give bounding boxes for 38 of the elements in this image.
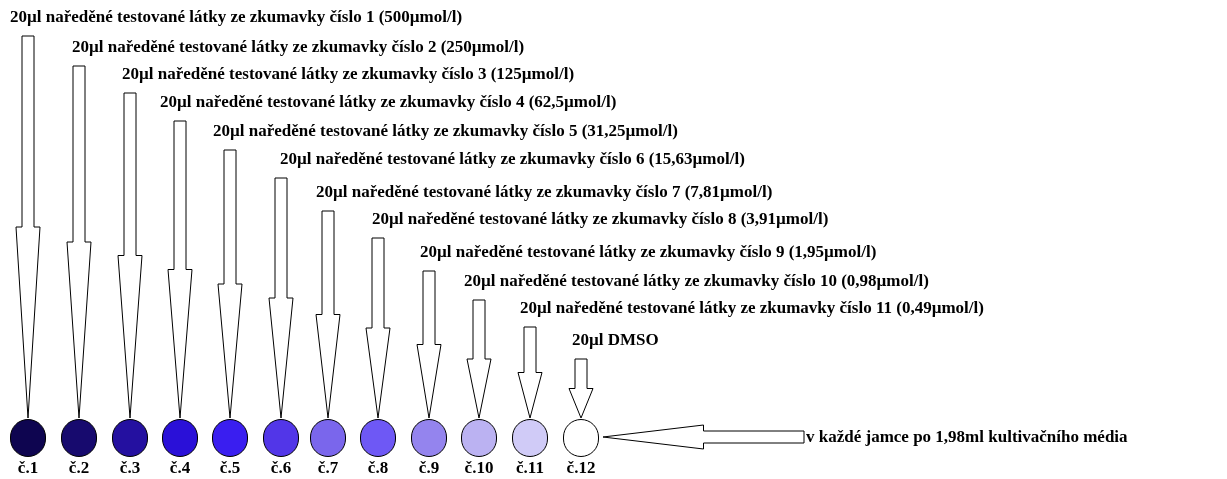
dosing-label: 20µl naředěné testované látky ze zkumavky číslo 7 (7,81µmol/l) (316, 181, 773, 203)
dosing-label: 20µl DMSO (572, 329, 659, 351)
block-arrow (365, 237, 391, 419)
dosing-label: 20µl naředěné testované látky ze zkumavky číslo 8 (3,91µmol/l) (372, 208, 829, 230)
dosing-label: 20µl naředěné testované látky ze zkumavky číslo 11 (0,49µmol/l) (520, 297, 984, 319)
block-arrow (602, 424, 805, 450)
well-number: č.1 (16, 459, 40, 476)
block-arrow (268, 177, 294, 419)
dosing-label: 20µl naředěné testované látky ze zkumavky číslo 4 (62,5µmol/l) (160, 91, 617, 113)
well-number: č.12 (565, 459, 597, 476)
well-number: č.6 (269, 459, 293, 476)
well-number: č.8 (366, 459, 390, 476)
dosing-label: 20µl naředěné testované látky ze zkumavky číslo 5 (31,25µmol/l) (213, 120, 678, 142)
well-number: č.7 (316, 459, 340, 476)
block-arrow (416, 270, 442, 419)
block-arrow (568, 358, 594, 419)
well-number: č.2 (67, 459, 91, 476)
well-number: č.9 (417, 459, 441, 476)
dosing-label: 20µl naředěné testované látky ze zkumavky číslo 10 (0,98µmol/l) (464, 270, 929, 292)
dosing-label: 20µl naředěné testované látky ze zkumavky číslo 2 (250µmol/l) (72, 36, 525, 58)
block-arrow (167, 120, 193, 419)
dosing-label: v každé jamce po 1,98ml kultivačního média (806, 426, 1128, 448)
well-number: č.5 (218, 459, 242, 476)
dosing-label: 20µl naředěné testované látky ze zkumavky číslo 9 (1,95µmol/l) (420, 241, 877, 263)
block-arrow (466, 299, 492, 419)
block-arrow (315, 210, 341, 419)
block-arrow (117, 92, 143, 419)
well-number: č.3 (118, 459, 142, 476)
well-number: č.10 (463, 459, 495, 476)
block-arrow (66, 65, 92, 419)
well-number: č.4 (168, 459, 192, 476)
dosing-label: 20µl naředěné testované látky ze zkumavky číslo 1 (500µmol/l) (10, 6, 463, 28)
block-arrow (15, 35, 41, 419)
block-arrow (217, 149, 243, 419)
block-arrow (517, 326, 543, 419)
dosing-label: 20µl naředěné testované látky ze zkumavky číslo 6 (15,63µmol/l) (280, 148, 745, 170)
dosing-label: 20µl naředěné testované látky ze zkumavky číslo 3 (125µmol/l) (122, 63, 575, 85)
well-number: č.11 (515, 459, 545, 476)
